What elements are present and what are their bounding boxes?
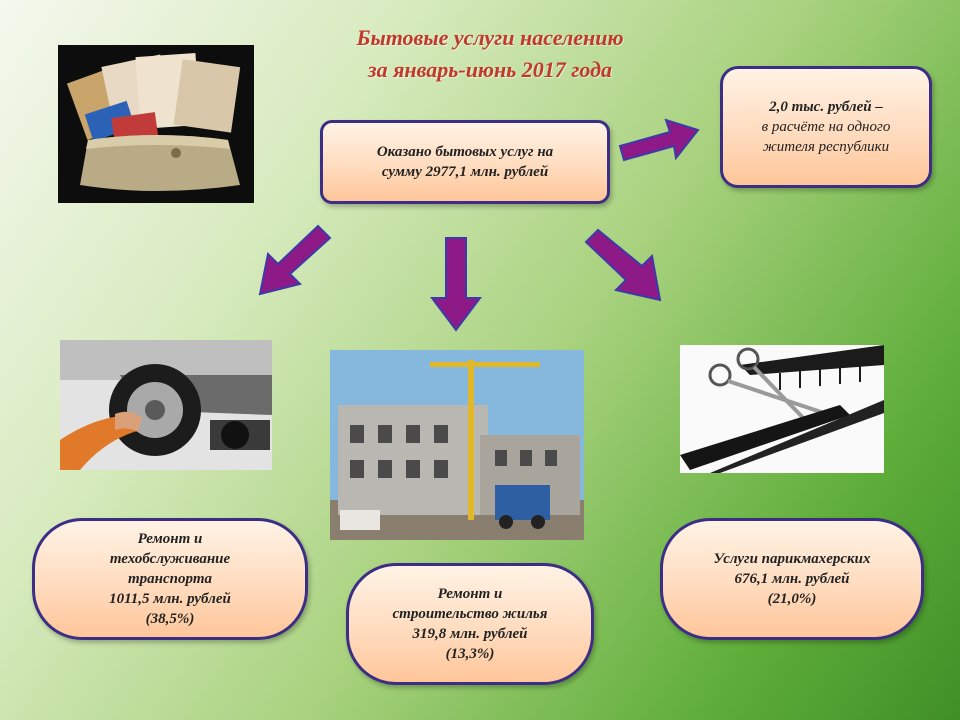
total-services-line-1: Оказано бытовых услуг на (376, 144, 554, 160)
arrow-down-icon (430, 237, 482, 332)
housing-line-2: строительство жилья (392, 606, 548, 622)
transport-line-1: Ремонт и (137, 531, 203, 547)
hairdresser-line-2: 676,1 млн. рублей (734, 571, 850, 587)
hairdresser-services-box: Услуги парикмахерских 676,1 млн. рублей … (660, 518, 924, 640)
transport-repair-box: Ремонт и техобслуживание транспорта 1011… (32, 518, 308, 640)
hairdresser-line-1: Услуги парикмахерских (713, 551, 871, 567)
transport-line-4: 1011,5 млн. рублей (109, 591, 231, 607)
transport-line-3: транспорта (128, 571, 212, 587)
transport-line-2: техобслуживание (109, 551, 231, 567)
transport-line-5: (38,5%) (145, 611, 195, 627)
arrow-down-left-icon (258, 224, 332, 296)
hairdresser-tools-photo (680, 345, 884, 473)
total-services-box: Оказано бытовых услуг на сумму 2977,1 мл… (320, 120, 610, 204)
slide-title: Бытовые услуги населению за январь-июнь … (300, 22, 680, 86)
wallet-photo (58, 45, 254, 203)
arrow-down-right-icon (584, 228, 662, 302)
per-capita-line-1: 2,0 тыс. рублей – (769, 99, 883, 115)
per-capita-box: 2,0 тыс. рублей – в расчёте на одного жи… (720, 66, 932, 188)
house-construction-photo (330, 350, 584, 540)
per-capita-line-3: жителя республики (762, 139, 890, 155)
title-line-1: Бытовые услуги населению (356, 25, 624, 50)
housing-line-1: Ремонт и (437, 586, 503, 602)
housing-line-3: 319,8 млн. рублей (412, 626, 528, 642)
housing-line-4: (13,3%) (445, 646, 495, 662)
per-capita-line-2: в расчёте на одного (761, 119, 891, 135)
car-repair-photo (60, 340, 272, 470)
total-services-line-2: сумму 2977,1 млн. рублей (381, 164, 549, 180)
housing-construction-box: Ремонт и строительство жилья 319,8 млн. … (346, 563, 594, 685)
title-line-2: за январь-июнь 2017 года (368, 57, 612, 82)
arrow-right-icon (618, 118, 700, 162)
hairdresser-line-3: (21,0%) (767, 591, 817, 607)
